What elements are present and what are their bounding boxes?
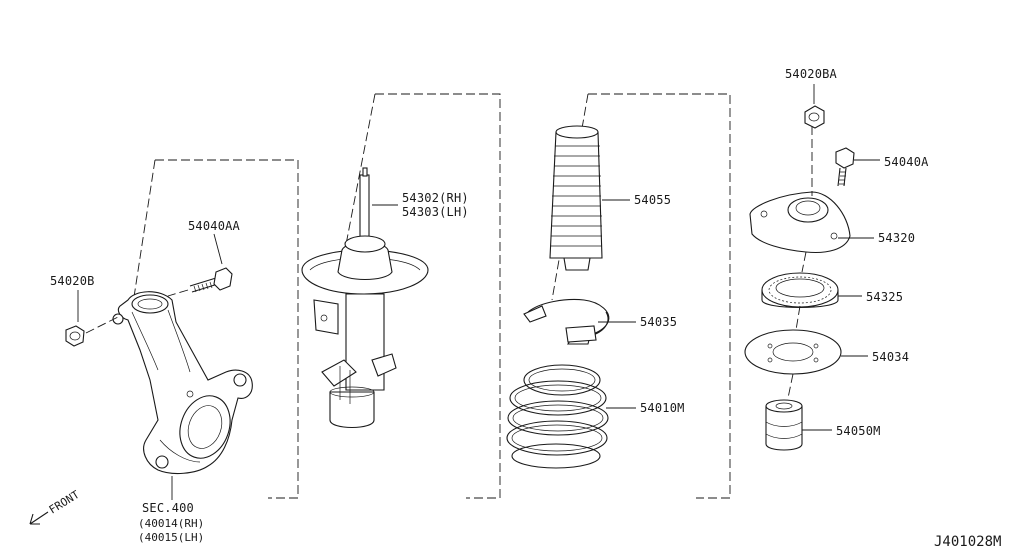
bearing-54325	[761, 272, 839, 309]
label-54325: 54325	[866, 290, 903, 304]
bolt-54040a	[835, 147, 855, 187]
nut-54020b	[65, 290, 121, 347]
label-strut-rh: 54302(RH)	[402, 191, 469, 205]
label-54020b: 54020B	[50, 274, 95, 288]
label-54320: 54320	[878, 231, 915, 245]
label-knuckle-lh: (40015(LH)	[138, 531, 204, 544]
label-knuckle-rh: (40014(RH)	[138, 517, 204, 530]
upper-mount-54320	[749, 191, 851, 254]
insulator-54034	[744, 329, 842, 375]
label-54055: 54055	[634, 193, 671, 207]
label-54020ba: 54020BA	[785, 67, 838, 81]
spring-seat-54035	[523, 298, 610, 345]
label-54040a: 54040A	[884, 155, 929, 169]
bump-stop-54050m	[765, 399, 803, 451]
label-54010m: 54010M	[640, 401, 685, 415]
leader-lines	[171, 159, 880, 500]
strut-assembly	[301, 167, 429, 429]
diagram-code: J401028M	[934, 534, 1001, 550]
label-sec-400: SEC.400	[142, 501, 194, 515]
dust-boot-54055	[549, 125, 603, 271]
steering-knuckle	[112, 291, 253, 475]
label-54035: 54035	[640, 315, 677, 329]
label-54040aa: 54040AA	[188, 219, 241, 233]
label-front: FRONT	[47, 488, 82, 517]
bolt-54040aa	[167, 233, 233, 297]
label-54050m: 54050M	[836, 424, 881, 438]
label-54034: 54034	[872, 350, 909, 364]
right-axis	[787, 126, 813, 399]
front-arrow-icon	[29, 511, 49, 525]
coil-spring-54010m	[506, 364, 609, 469]
label-strut-lh: 54303(LH)	[402, 205, 469, 219]
nut-54020ba	[804, 84, 825, 129]
labels: 54020B 54040AA 54302(RH) 54303(LH) 54055…	[47, 67, 1002, 550]
